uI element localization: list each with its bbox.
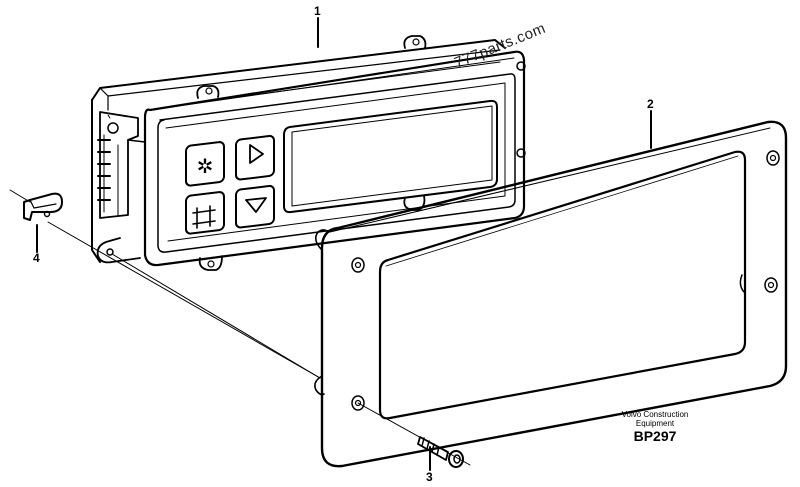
- assembly-guide-lines: [9, 189, 471, 466]
- connector-block: [97, 111, 146, 219]
- asterisk-icon: ✲: [197, 154, 214, 178]
- frame-hole: [766, 150, 780, 166]
- button-right[interactable]: [235, 134, 275, 181]
- frame-hole: [351, 257, 365, 273]
- button-asterisk[interactable]: ✲: [185, 141, 225, 187]
- mounting-tab: [196, 85, 220, 99]
- mounting-tab: [403, 35, 427, 49]
- callout-4: 4: [33, 251, 40, 265]
- credit-company-2: Equipment: [635, 419, 675, 428]
- button-grid[interactable]: [185, 191, 225, 235]
- callout-1: 1: [314, 4, 321, 18]
- callout-3: 3: [426, 470, 433, 484]
- callout-2: 2: [647, 97, 654, 111]
- control-panel-unit: ✲: [91, 35, 526, 271]
- frame-hole: [351, 395, 365, 411]
- callout-leaders: [36, 17, 652, 471]
- mounting-ear: [96, 237, 141, 264]
- play-right-icon: [249, 144, 264, 164]
- drawing-code: BP297: [633, 428, 677, 444]
- mounting-frame: [314, 120, 788, 468]
- credit-block: Volvo Construction Equipment BP297: [600, 410, 710, 444]
- hash-grid-icon: [192, 205, 216, 229]
- credit-company: Volvo Construction: [621, 410, 689, 419]
- frame-hole: [764, 277, 778, 293]
- clip: [23, 192, 63, 221]
- screw: [417, 436, 464, 468]
- triangle-down-icon: [245, 197, 267, 213]
- mounting-tab: [198, 255, 223, 271]
- button-down[interactable]: [235, 184, 275, 229]
